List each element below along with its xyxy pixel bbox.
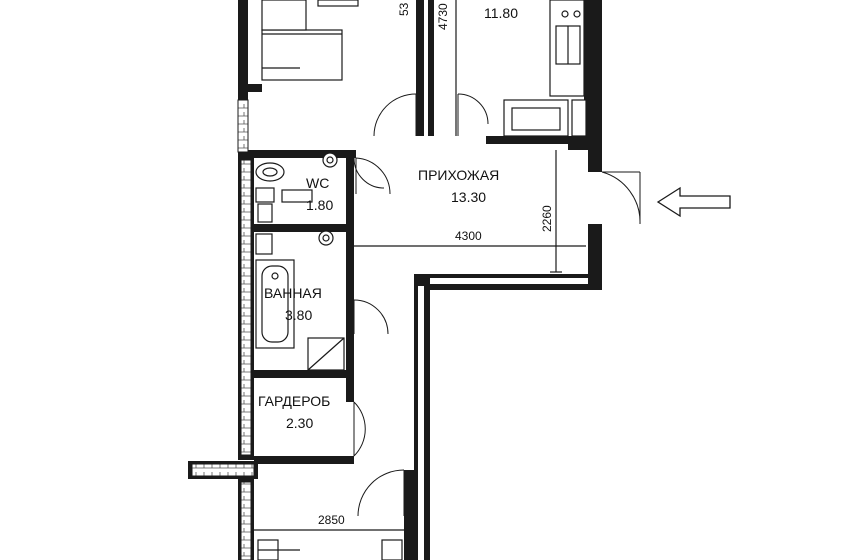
wall-bottom-room-right xyxy=(404,470,414,560)
bath-cabinet xyxy=(255,233,273,255)
room-area-wardrobe: 2.30 xyxy=(286,415,313,431)
balcony-ledge-hatch xyxy=(191,463,255,477)
bottom-room: 2850 xyxy=(254,513,404,560)
wall-top-divider xyxy=(416,0,424,136)
wall-left-bottom-hatch xyxy=(240,481,252,560)
dim-hall-depth: 2260 xyxy=(540,205,554,232)
wall-right-entrance-top xyxy=(588,150,602,172)
wall-wc-bottom xyxy=(254,224,346,232)
wall-bath-bottom xyxy=(254,370,354,378)
doors xyxy=(353,93,641,517)
wc-room: WC 1.80 xyxy=(255,152,338,223)
room-area-wc: 1.80 xyxy=(306,197,333,213)
room-area-top-right: 11.80 xyxy=(484,5,518,21)
door-hall-left xyxy=(355,157,391,195)
room-area-hallway: 13.30 xyxy=(451,189,486,205)
room-name-wc: WC xyxy=(306,175,329,191)
dim-top-corridor: 4730 xyxy=(436,3,450,30)
bed xyxy=(261,29,343,81)
wardrobe-room: ГАРДЕРОБ 2.30 xyxy=(258,393,330,431)
door-entrance xyxy=(601,171,641,225)
wall-right-entrance-bottom xyxy=(588,224,602,290)
wall-wc-right xyxy=(346,150,354,260)
bathroom-room: ВАННАЯ 3.80 xyxy=(255,230,345,371)
top-right-room: 4730 11.80 xyxy=(436,0,587,137)
dim-top-partial-left: 53 xyxy=(397,2,411,16)
wall-left-top xyxy=(238,0,248,100)
partition-top-left xyxy=(248,84,262,92)
room-name-wardrobe: ГАРДЕРОБ xyxy=(258,393,330,409)
door-bottom-room xyxy=(357,469,405,517)
arrow-left-icon xyxy=(656,186,731,218)
wall-left-middle-hatch xyxy=(240,159,252,456)
room-name-bathroom: ВАННАЯ xyxy=(264,285,322,301)
hallway: ПРИХОЖАЯ 13.30 4300 2260 xyxy=(354,150,586,273)
dim-hall-width: 4300 xyxy=(455,229,482,243)
room-area-bathroom: 3.80 xyxy=(285,307,312,323)
door-bathroom xyxy=(353,299,389,335)
water-heater xyxy=(255,187,275,203)
door-corridor xyxy=(457,93,489,125)
wall-bath-right xyxy=(346,232,354,372)
wall-wardrobe-bottom xyxy=(254,456,354,464)
wall-hall-top-left xyxy=(248,150,356,158)
top-left-room: 53 xyxy=(261,0,411,81)
pillow xyxy=(317,0,359,7)
wall-top-divider2 xyxy=(428,0,434,136)
door-wc xyxy=(353,157,385,189)
wall-left-top-hatch xyxy=(237,99,249,153)
wall-hall-top-mid xyxy=(486,136,568,144)
wall-wardrobe-right xyxy=(346,378,354,402)
wall-right-top-2 xyxy=(596,0,602,150)
wall-hall-top-right xyxy=(568,136,602,150)
walls xyxy=(188,0,602,560)
room-name-hallway: ПРИХОЖАЯ xyxy=(418,167,499,183)
nightstand xyxy=(261,0,307,31)
door-wardrobe xyxy=(353,401,366,457)
fridge xyxy=(571,99,587,137)
dim-bottom-width: 2850 xyxy=(318,513,345,527)
door-top-left-room xyxy=(373,93,417,137)
